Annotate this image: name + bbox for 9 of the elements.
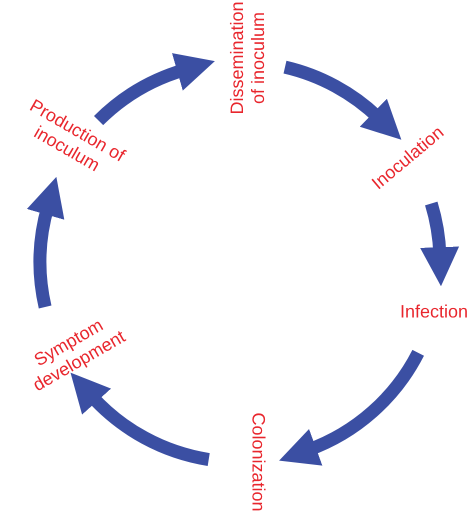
curved-arrow [283,60,403,139]
curved-arrow [69,374,210,466]
curved-arrow [280,350,424,465]
stage-label: Dissemination of inoculum [227,0,269,120]
stage-label: Infection [394,302,474,322]
curved-arrow [94,54,214,126]
curved-arrow [27,176,66,308]
stage-label: Colonization [248,402,268,522]
curved-arrow [420,202,459,286]
